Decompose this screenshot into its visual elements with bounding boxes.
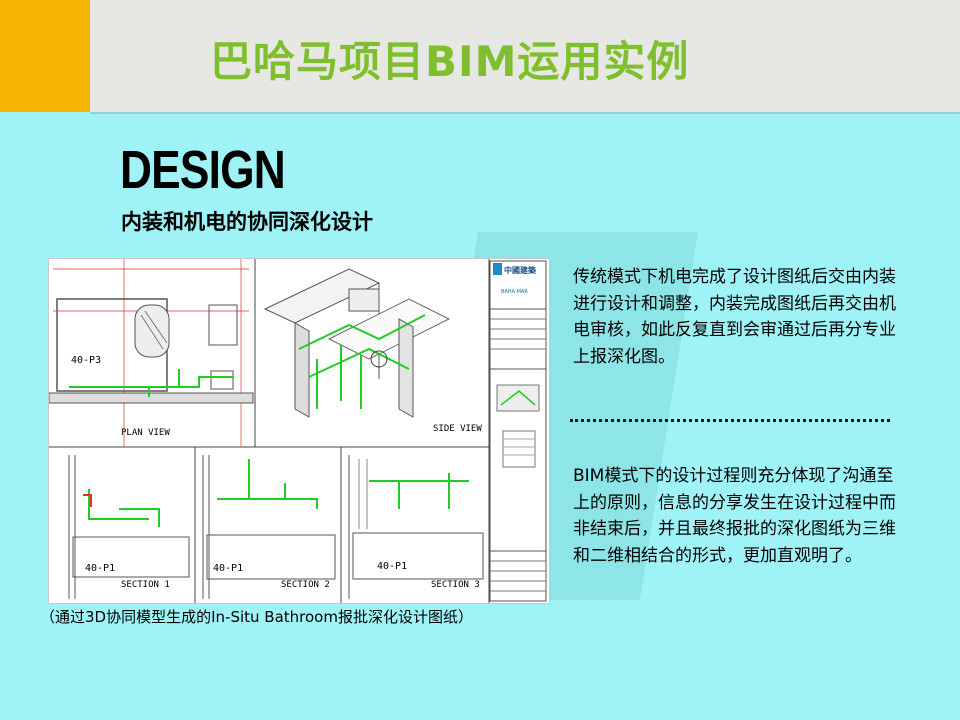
room-label: 40-P1 [377, 561, 407, 572]
room-label: 40-P3 [71, 355, 101, 366]
bim-mode-paragraph: BIM模式下的设计过程则充分体现了沟通至上的原则，信息的分享发生在设计过程中而非… [573, 466, 896, 566]
section-3-panel: 40-P1 SECTION 3 [348, 455, 484, 599]
section-label: SECTION 2 [281, 580, 330, 590]
header-accent-block [0, 0, 90, 112]
traditional-mode-paragraph: 传统模式下机电完成了设计图纸后交由内装进行设计和调整，内装完成图纸后再交由机电审… [573, 267, 896, 367]
section-2-panel: 40-P1 SECTION 2 [202, 455, 336, 599]
slide-title: 巴哈马项目BIM运用实例 [210, 37, 690, 86]
plan-view-panel: 40-P3 PLAN VIEW [48, 259, 254, 447]
side-view-label: SIDE VIEW [433, 424, 482, 434]
room-label: 40-P1 [213, 563, 243, 574]
header-bar: 巴哈马项目BIM运用实例 [0, 0, 960, 112]
section-label: SECTION 3 [431, 580, 480, 590]
company-name: 中國建築 [504, 265, 537, 275]
section-heading: DESIGN [120, 140, 286, 200]
room-label: 40-P1 [85, 563, 115, 574]
section-1-panel: 40-P1 SECTION 1 [68, 455, 190, 599]
section-subheading: 内装和机电的协同深化设计 [121, 210, 373, 234]
plan-view-label: PLAN VIEW [121, 428, 170, 438]
section-label: SECTION 1 [121, 580, 170, 590]
title-block: 中國建築 BAHA MAR [489, 260, 547, 602]
drawing-canvas: 40-P3 PLAN VIEW SIDE VIEW 40-P1 [48, 259, 547, 603]
bathroom-drawing-sheet: 40-P3 PLAN VIEW SIDE VIEW 40-P1 [48, 258, 550, 604]
side-view-panel: SIDE VIEW [263, 268, 482, 434]
dotted-divider [570, 419, 890, 422]
drawing-caption: （通过3D协同模型生成的In-Situ Bathroom报批深化设计图纸） [40, 608, 473, 626]
project-logo: BAHA MAR [501, 289, 528, 295]
header-divider [90, 112, 960, 114]
